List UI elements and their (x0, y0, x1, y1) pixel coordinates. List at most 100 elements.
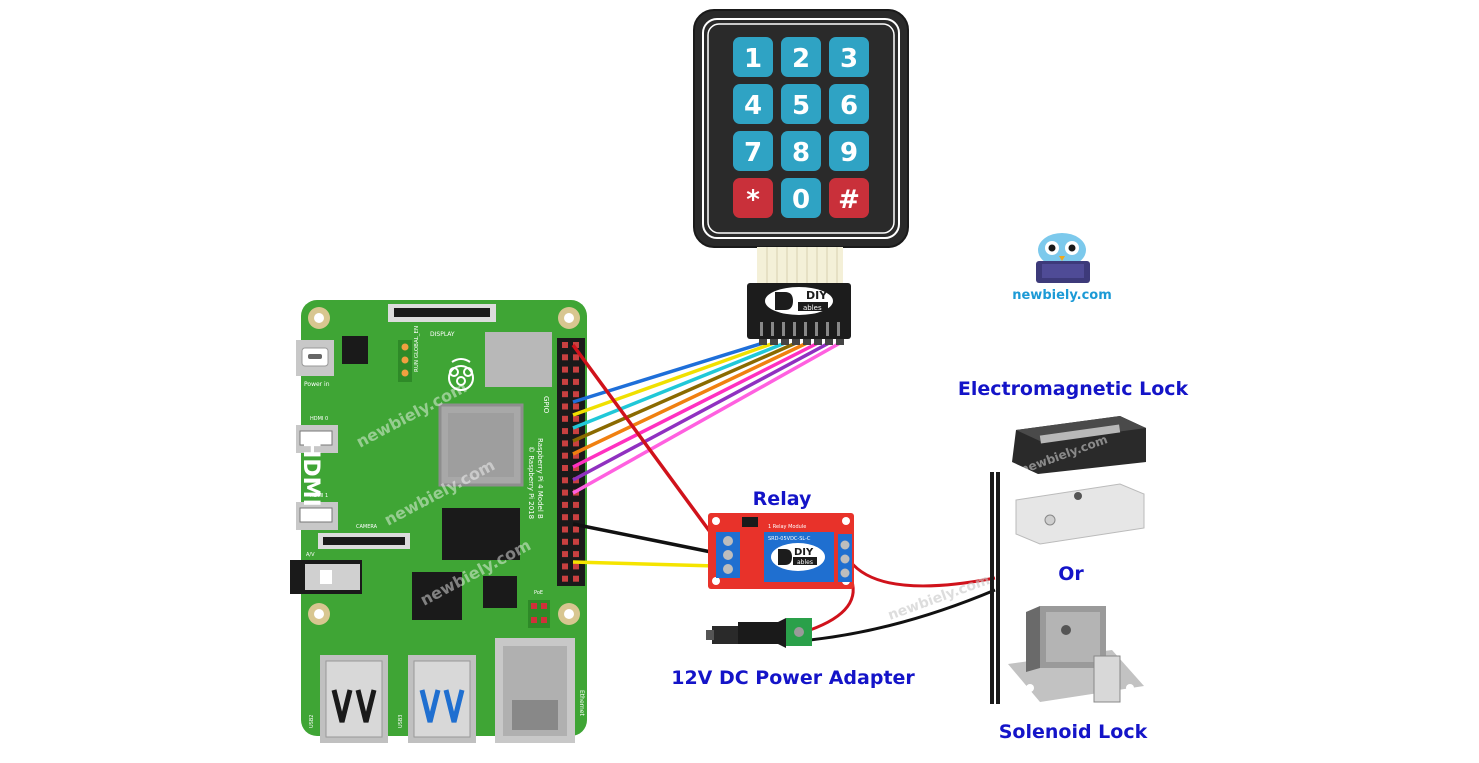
relay-label: Relay (753, 488, 812, 510)
keypad-wire (572, 341, 764, 404)
keypad-key-label: 8 (792, 138, 810, 168)
electromagnetic-lock: Electromagnetic Lock newbiely.com Or (958, 378, 1189, 585)
power-adapter: 12V DC Power Adapter (671, 618, 915, 689)
gpio-pin (573, 440, 579, 447)
usb2-label: USB2 (309, 715, 315, 728)
keypad-wire (572, 341, 775, 417)
keypad-key[interactable]: 8 (781, 131, 821, 171)
keypad-wire (572, 341, 786, 430)
keypad-ribbon (757, 247, 843, 287)
keypad-wire (572, 341, 830, 482)
gpio-pin (573, 465, 579, 471)
door-frame (990, 472, 1000, 704)
keypad-key[interactable]: 0 (781, 178, 821, 218)
keypad-wire-ends (759, 339, 844, 345)
gpio-pin (573, 514, 579, 521)
keypad-key[interactable]: 6 (829, 84, 869, 124)
keypad-key-label: 5 (792, 91, 810, 121)
hdmi-label: HDMI (298, 440, 323, 507)
keypad-key[interactable]: 5 (781, 84, 821, 124)
keypad-key-label: 0 (792, 185, 810, 215)
keypad-key-cap[interactable] (829, 84, 869, 124)
gpio-pin (562, 526, 568, 533)
keypad-key-cap[interactable] (781, 37, 821, 77)
gpio-pin (562, 477, 568, 484)
keypad-key[interactable]: 1 (733, 37, 773, 77)
keypad-key-cap[interactable] (829, 37, 869, 77)
gpio-pin (562, 501, 568, 508)
keypad-key-cap[interactable] (829, 131, 869, 171)
gpio-pin (562, 551, 568, 558)
gpio-pin (573, 366, 579, 373)
keypad-key[interactable]: 7 (733, 131, 773, 171)
wire-gnd-black (572, 522, 717, 555)
gpio-pins (562, 342, 579, 582)
gpio-pin (573, 342, 579, 348)
wire-signal-yellow (572, 560, 717, 568)
gpio-pin (573, 415, 579, 422)
relay-model-text: SRD-05VDC-SL-C (768, 536, 811, 542)
gpio-pin (562, 415, 568, 422)
keypad-key[interactable]: 4 (733, 84, 773, 124)
newbiely-logo-text: newbiely.com (1012, 288, 1112, 303)
gpio-pin (573, 551, 579, 558)
keypad-wire (572, 341, 841, 495)
keypad-wire (572, 341, 797, 443)
keypad-key-label: 3 (840, 44, 858, 74)
model-line1: Raspberry Pi 4 Model B (536, 438, 544, 519)
keypad-key-cap[interactable] (829, 178, 869, 218)
keypad-key-label: 2 (792, 44, 810, 74)
camera-label: CAMERA (356, 524, 378, 530)
keypad-key[interactable]: # (829, 178, 869, 218)
keypad-key[interactable]: 9 (829, 131, 869, 171)
keypad-key[interactable]: 2 (781, 37, 821, 77)
wire-5v-red (571, 343, 718, 542)
gpio-pin (562, 403, 568, 410)
gpio-pin (562, 452, 568, 459)
keypad-wire (572, 341, 819, 469)
connector-brand-bottom: ables (803, 304, 822, 312)
electromagnetic-lock-label: Electromagnetic Lock (958, 378, 1189, 400)
relay-brand-top: DIY (794, 547, 814, 558)
gpio-pin (573, 452, 579, 459)
power-label: Power in (304, 381, 330, 388)
poe-label: PoE (534, 590, 543, 596)
keypad-key-label: * (746, 185, 760, 215)
keypad-key-label: 1 (744, 44, 762, 74)
gpio-pin (562, 440, 568, 447)
gpio-pin (562, 378, 568, 385)
gpio-pin (573, 403, 579, 410)
keypad-key[interactable]: * (733, 178, 773, 218)
keypad-key-cap[interactable] (781, 178, 821, 218)
run-label: RUN GLOBAL_EN (414, 326, 420, 372)
usb3-label: USB3 (398, 715, 404, 728)
gpio-pin (562, 391, 568, 398)
raspberry-logo-icon (448, 358, 474, 391)
gpio-pin (562, 465, 568, 471)
wire-adapter-to-lock-black (809, 588, 996, 642)
gpio-pin (562, 354, 568, 361)
keypad-key-label: 7 (744, 138, 762, 168)
power-adapter-label: 12V DC Power Adapter (671, 667, 915, 689)
gpio-pin (562, 575, 568, 582)
keypad-key-cap[interactable] (733, 131, 773, 171)
gpio-pin (562, 538, 568, 545)
gpio-pin (573, 354, 579, 361)
hdmi0-label: HDMI 0 (310, 416, 328, 422)
newbiely-logo: newbiely.com (1012, 233, 1112, 303)
gpio-pin (573, 378, 579, 385)
gpio-pin (573, 526, 579, 533)
wire-relay-to-lock-red (848, 560, 996, 588)
gpio-pin (573, 538, 579, 545)
keypad-key-cap[interactable] (781, 84, 821, 124)
keypad-key-label: 6 (840, 91, 858, 121)
keypad-key-cap[interactable] (733, 178, 773, 218)
keypad-key-cap[interactable] (733, 37, 773, 77)
raspberry-pi-board: DISPLAY Power in RUN GLOBAL_EN HDMI 0 (290, 300, 587, 743)
keypad-key[interactable]: 3 (829, 37, 869, 77)
keypad-key-cap[interactable] (733, 84, 773, 124)
keypad-key-cap[interactable] (781, 131, 821, 171)
